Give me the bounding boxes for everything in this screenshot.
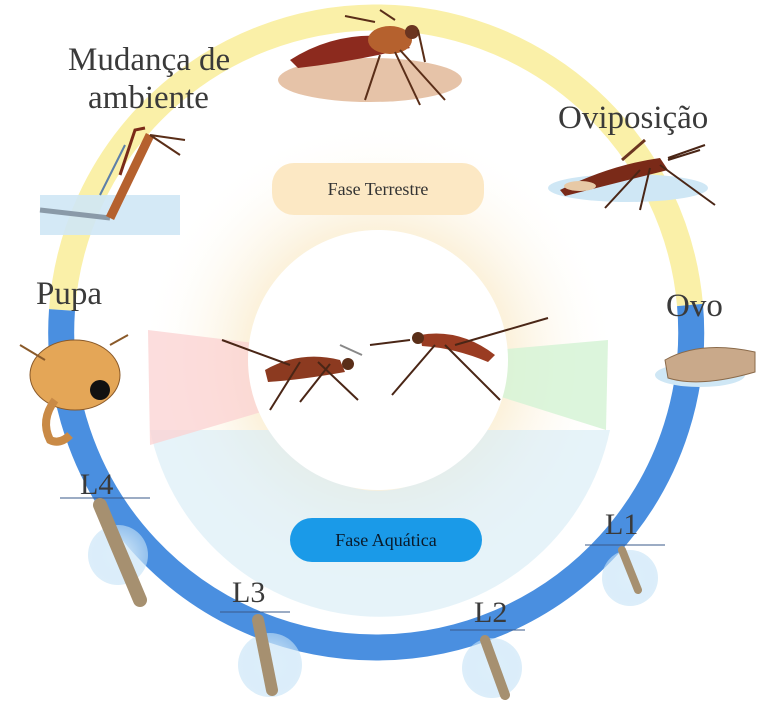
label-ovo: Ovo xyxy=(666,290,723,323)
aquatic-phase-label: Fase Aquática xyxy=(335,530,436,551)
center-hole xyxy=(248,230,508,490)
egg-raft-illustration xyxy=(655,348,755,388)
aquatic-phase-pill: Fase Aquática xyxy=(290,518,482,562)
terrestrial-phase-pill: Fase Terrestre xyxy=(272,163,484,215)
label-oviposicao: Oviposição xyxy=(558,102,708,135)
label-l3: L3 xyxy=(232,578,265,608)
label-mudanca-line1: Mudança de xyxy=(68,44,230,77)
label-pupa: Pupa xyxy=(36,278,102,311)
label-mudanca-line2: ambiente xyxy=(88,82,209,115)
label-l2: L2 xyxy=(474,598,507,628)
label-l1: L1 xyxy=(605,510,638,540)
oviposition-mosquito-illustration xyxy=(548,140,715,210)
terrestrial-phase-label: Fase Terrestre xyxy=(328,179,429,200)
label-l4: L4 xyxy=(80,470,113,500)
